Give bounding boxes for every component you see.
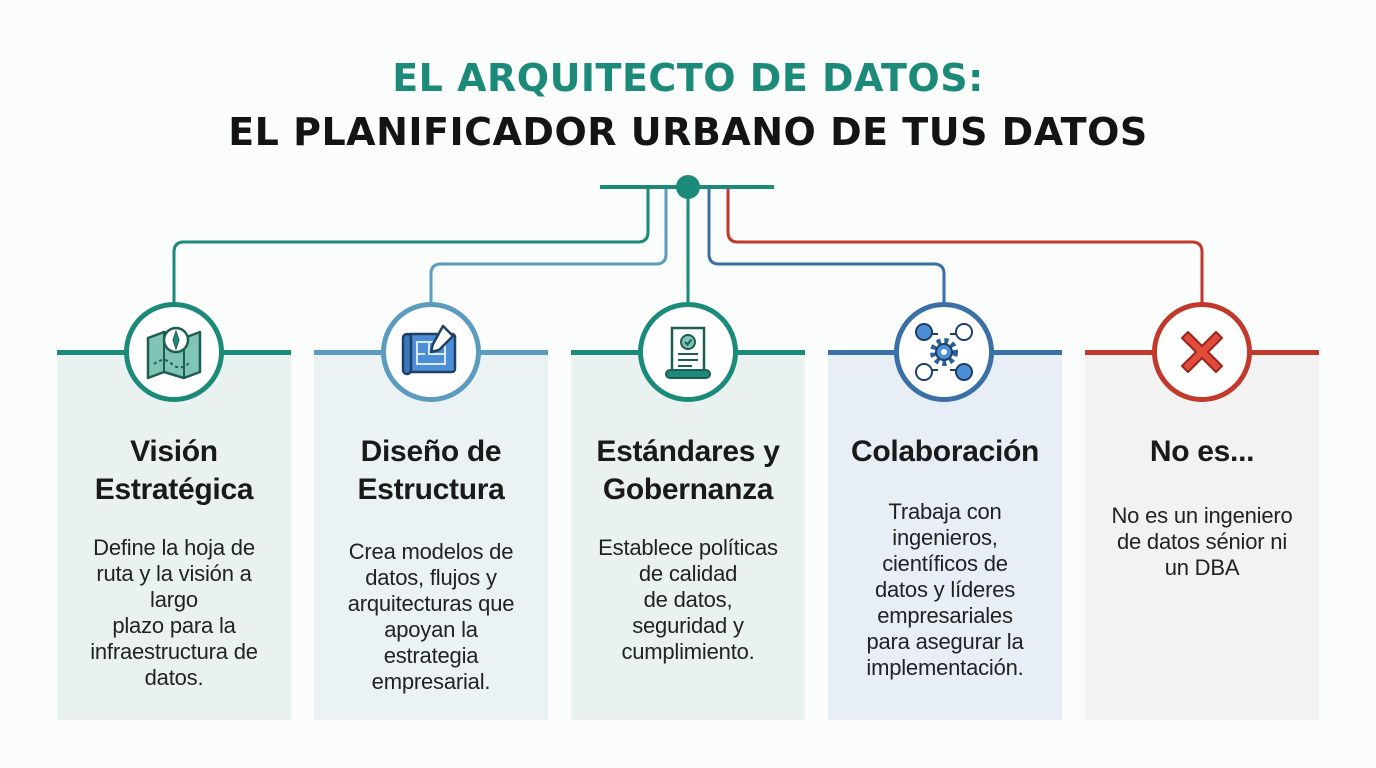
card-colaboracion: Colaboración Trabaja con ingenieros, cie… — [828, 350, 1062, 720]
hub-node — [676, 175, 700, 199]
card-title: Diseño de Estructura — [357, 435, 505, 506]
card-title: No es... — [1149, 435, 1255, 468]
icon-badge-3 — [638, 302, 738, 402]
card-description: No es un ingeniero de datos sénior ni un… — [1111, 503, 1293, 580]
card-description: Define la hoja de ruta y la visión a lar… — [90, 535, 258, 690]
title-line-2: EL PLANIFICADOR URBANO DE TUS DATOS — [228, 110, 1148, 154]
card-title: Visión Estratégica — [94, 435, 254, 506]
card-description: Establece políticas de calidad de datos,… — [598, 535, 778, 664]
connector-card-2 — [429, 189, 668, 302]
connector-card-4 — [707, 189, 946, 302]
title-line-1: EL ARQUITECTO DE DATOS: — [392, 56, 984, 100]
icon-badge-5 — [1152, 302, 1252, 402]
map-compass-icon — [146, 326, 202, 380]
blueprint-icon — [401, 324, 457, 376]
certificate-scroll-icon — [665, 326, 711, 379]
red-x-icon — [1181, 331, 1223, 373]
connector-card-1 — [172, 189, 650, 302]
card-description: Trabaja con ingenieros, científicos de d… — [866, 499, 1024, 680]
card-no-es: No es... No es un ingeniero de datos sén… — [1085, 350, 1319, 720]
icon-badge-2 — [381, 302, 481, 402]
icon-badge-4 — [894, 302, 994, 402]
icon-badge-1 — [124, 302, 224, 402]
connector-card-5 — [726, 189, 1204, 302]
card-diseno-estructura: Diseño de Estructura Crea modelos de dat… — [314, 350, 548, 720]
team-gear-icon — [915, 323, 973, 381]
card-title: Estándares y Gobernanza — [596, 435, 780, 506]
card-vision-estrategica: Visión Estratégica Define la hoja de rut… — [57, 350, 291, 720]
card-description: Crea modelos de datos, flujos y arquitec… — [347, 539, 515, 694]
card-title: Colaboración — [850, 435, 1040, 468]
card-estandares-gobernanza: Estándares y Gobernanza Establece políti… — [571, 350, 805, 720]
